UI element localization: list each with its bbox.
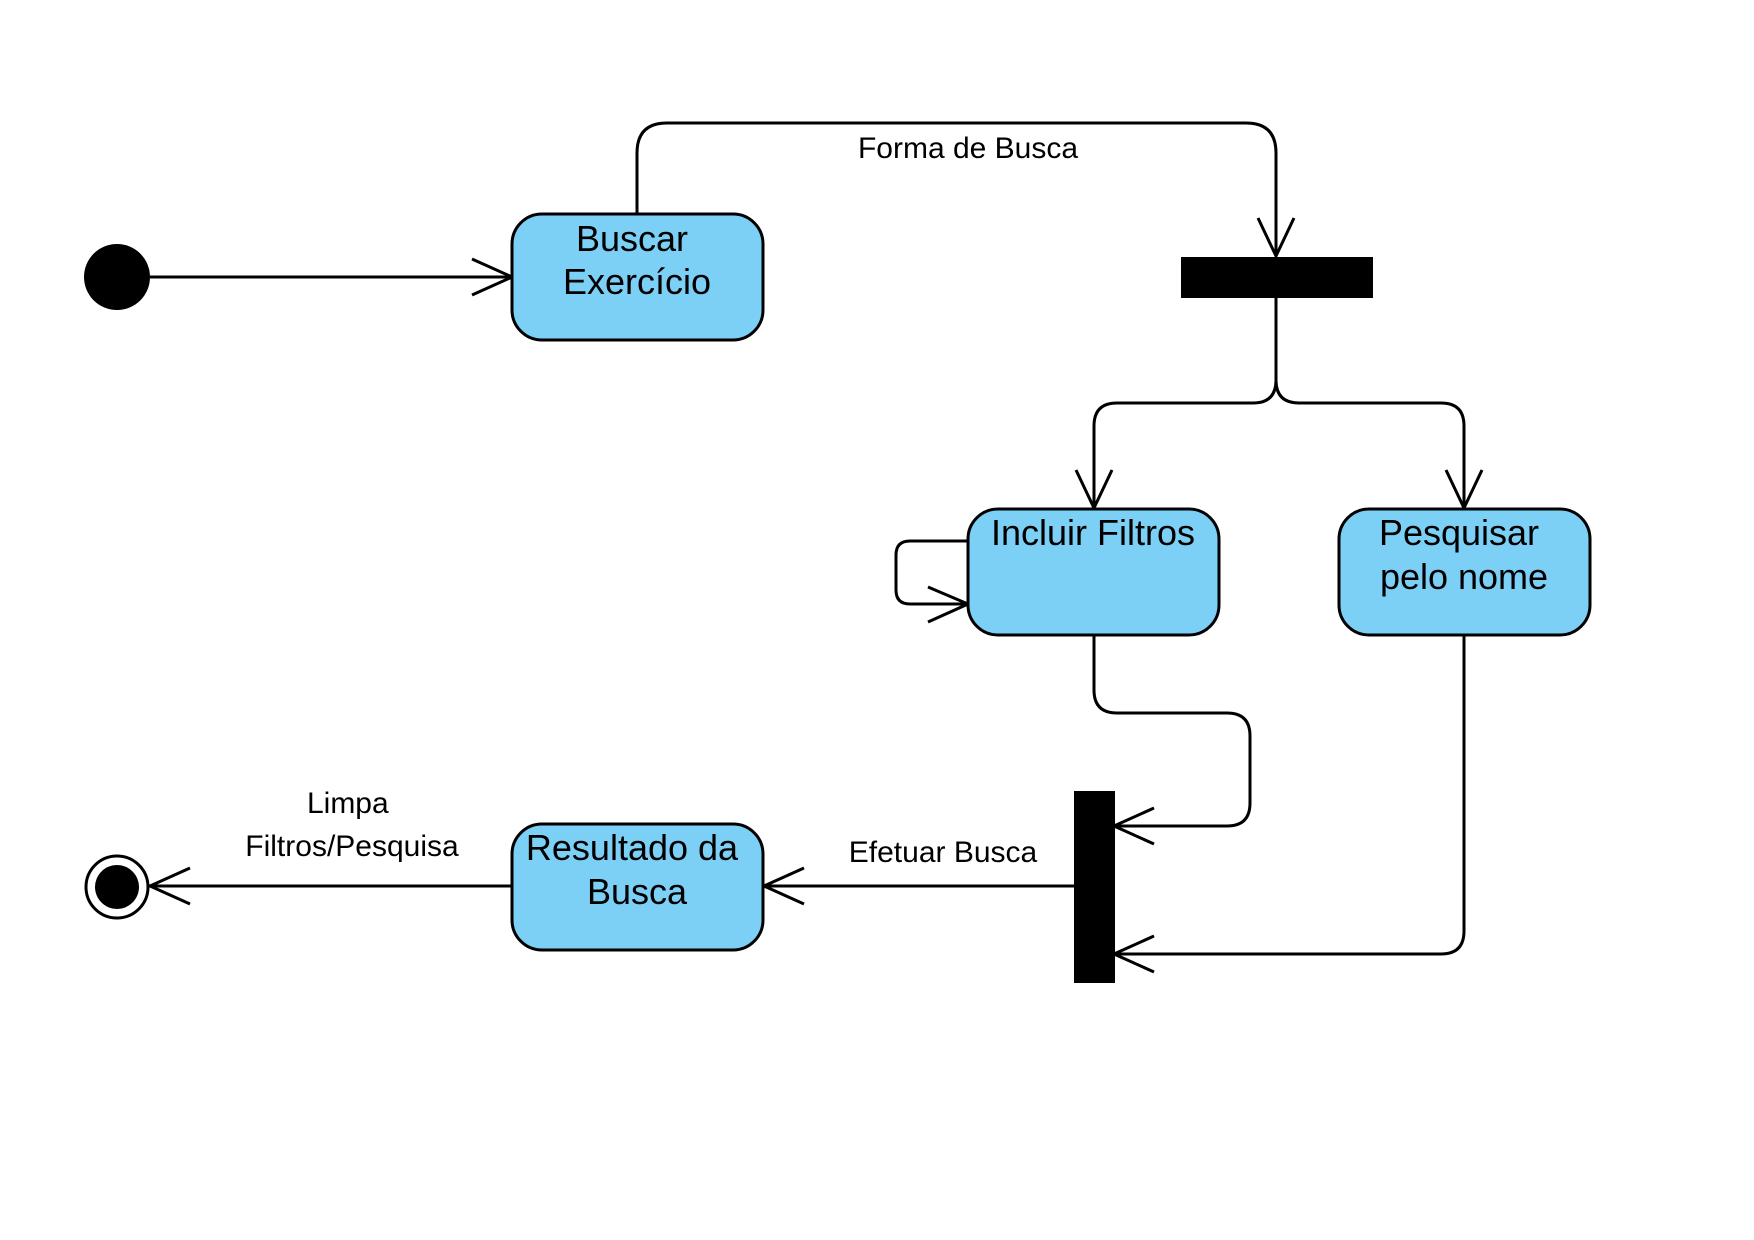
action-buscar-exercicio[interactable]: Buscar Exercício	[510, 212, 765, 342]
arrowhead	[146, 866, 191, 906]
action-label: Pesquisar pelo nome	[1379, 512, 1549, 597]
fork-bar[interactable]	[1181, 257, 1373, 298]
action-incluir-filtros[interactable]: Incluir Filtros	[966, 507, 1221, 637]
action-label: Resultado da Busca	[526, 827, 748, 912]
action-label: Incluir Filtros	[991, 512, 1195, 553]
final-node[interactable]	[84, 854, 150, 920]
edge-fork-to-pesquisar-nome	[1274, 379, 1484, 512]
edge-incluir-filtros-to-join	[1092, 635, 1252, 846]
action-label: Buscar Exercício	[563, 218, 711, 302]
edge-limpa-filtros-pesquisa: Limpa Filtros/Pesquisa	[146, 787, 512, 906]
edge-efetuar-busca: Efetuar Busca	[760, 836, 1074, 906]
edge-incluir-filtros-self-loop	[894, 539, 972, 624]
edge-forma-de-busca: Forma de Busca	[635, 121, 1296, 260]
edge-initial-to-buscar	[150, 257, 516, 297]
initial-node[interactable]	[84, 244, 150, 310]
edge-label-efetuar-busca: Efetuar Busca	[849, 836, 1038, 869]
edge-label-forma-de-busca: Forma de Busca	[858, 132, 1078, 165]
action-resultado-da-busca[interactable]: Resultado da Busca	[510, 822, 765, 952]
edge-pesquisar-nome-to-join	[1110, 635, 1466, 974]
arrowhead	[1256, 217, 1296, 260]
join-bar[interactable]	[1074, 791, 1115, 983]
edge-label-limpa-filtros: Limpa Filtros/Pesquisa	[245, 787, 459, 863]
action-pesquisar-pelo-nome[interactable]: Pesquisar pelo nome	[1337, 507, 1592, 637]
edge-fork-to-incluir-filtros	[1074, 298, 1278, 512]
